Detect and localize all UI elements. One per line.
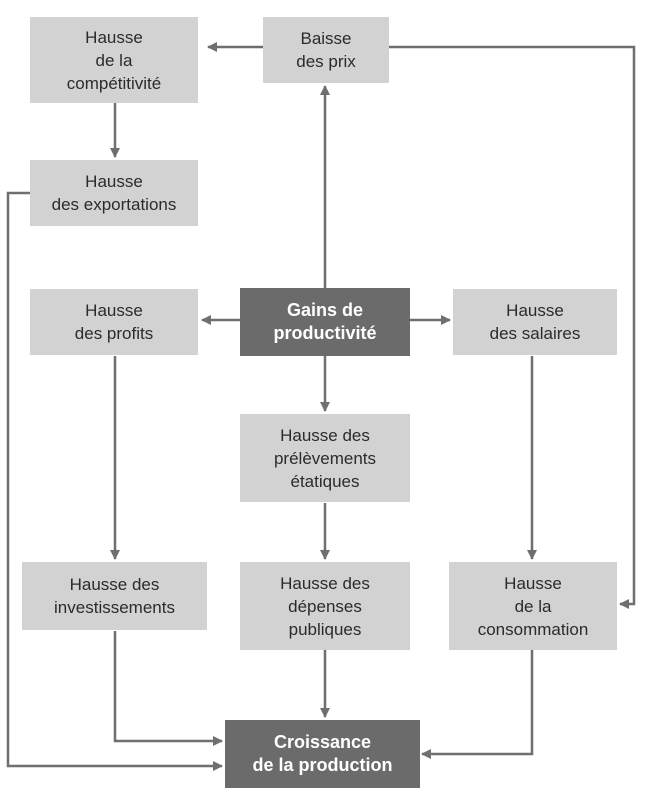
node-hausse-consommation-label: Hausse de la consommation <box>477 573 589 639</box>
node-baisse-prix-label: Baisse des prix <box>296 29 356 71</box>
node-hausse-salaires: Hausse des salaires <box>453 289 617 355</box>
node-hausse-profits-label: Hausse des profits <box>74 301 154 343</box>
node-hausse-investissements-label: Hausse des investissements <box>54 575 175 617</box>
arrow-exportations-to-croissance <box>6 191 223 771</box>
node-hausse-competitivite: Hausse de la compétitivité <box>30 17 198 103</box>
node-hausse-exportations-label: Hausse des exportations <box>51 172 177 214</box>
node-hausse-profits: Hausse des profits <box>30 289 198 355</box>
arrow-baisse-prix-to-consommation <box>389 45 636 609</box>
node-baisse-prix: Baisse des prix <box>263 17 389 83</box>
node-hausse-consommation: Hausse de la consommation <box>449 562 617 650</box>
node-gains-productivite-label: Gains de productivité <box>273 300 377 343</box>
node-hausse-salaires-label: Hausse des salaires <box>489 301 581 343</box>
node-hausse-investissements: Hausse des investissements <box>22 562 207 630</box>
node-hausse-prelevements: Hausse des prélèvements étatiques <box>240 414 410 502</box>
node-hausse-prelevements-label: Hausse des prélèvements étatiques <box>273 425 377 491</box>
node-croissance-production-label: Croissance de la production <box>252 732 393 775</box>
arrow-investissements-to-croissance <box>113 631 223 746</box>
arrow-consommation-to-croissance <box>421 650 534 759</box>
node-hausse-exportations: Hausse des exportations <box>30 160 198 226</box>
node-hausse-depenses: Hausse des dépenses publiques <box>240 562 410 650</box>
node-hausse-depenses-label: Hausse des dépenses publiques <box>280 573 370 639</box>
node-gains-productivite: Gains de productivité <box>240 288 410 356</box>
node-croissance-production: Croissance de la production <box>225 720 420 788</box>
node-hausse-competitivite-label: Hausse de la compétitivité <box>66 27 162 93</box>
